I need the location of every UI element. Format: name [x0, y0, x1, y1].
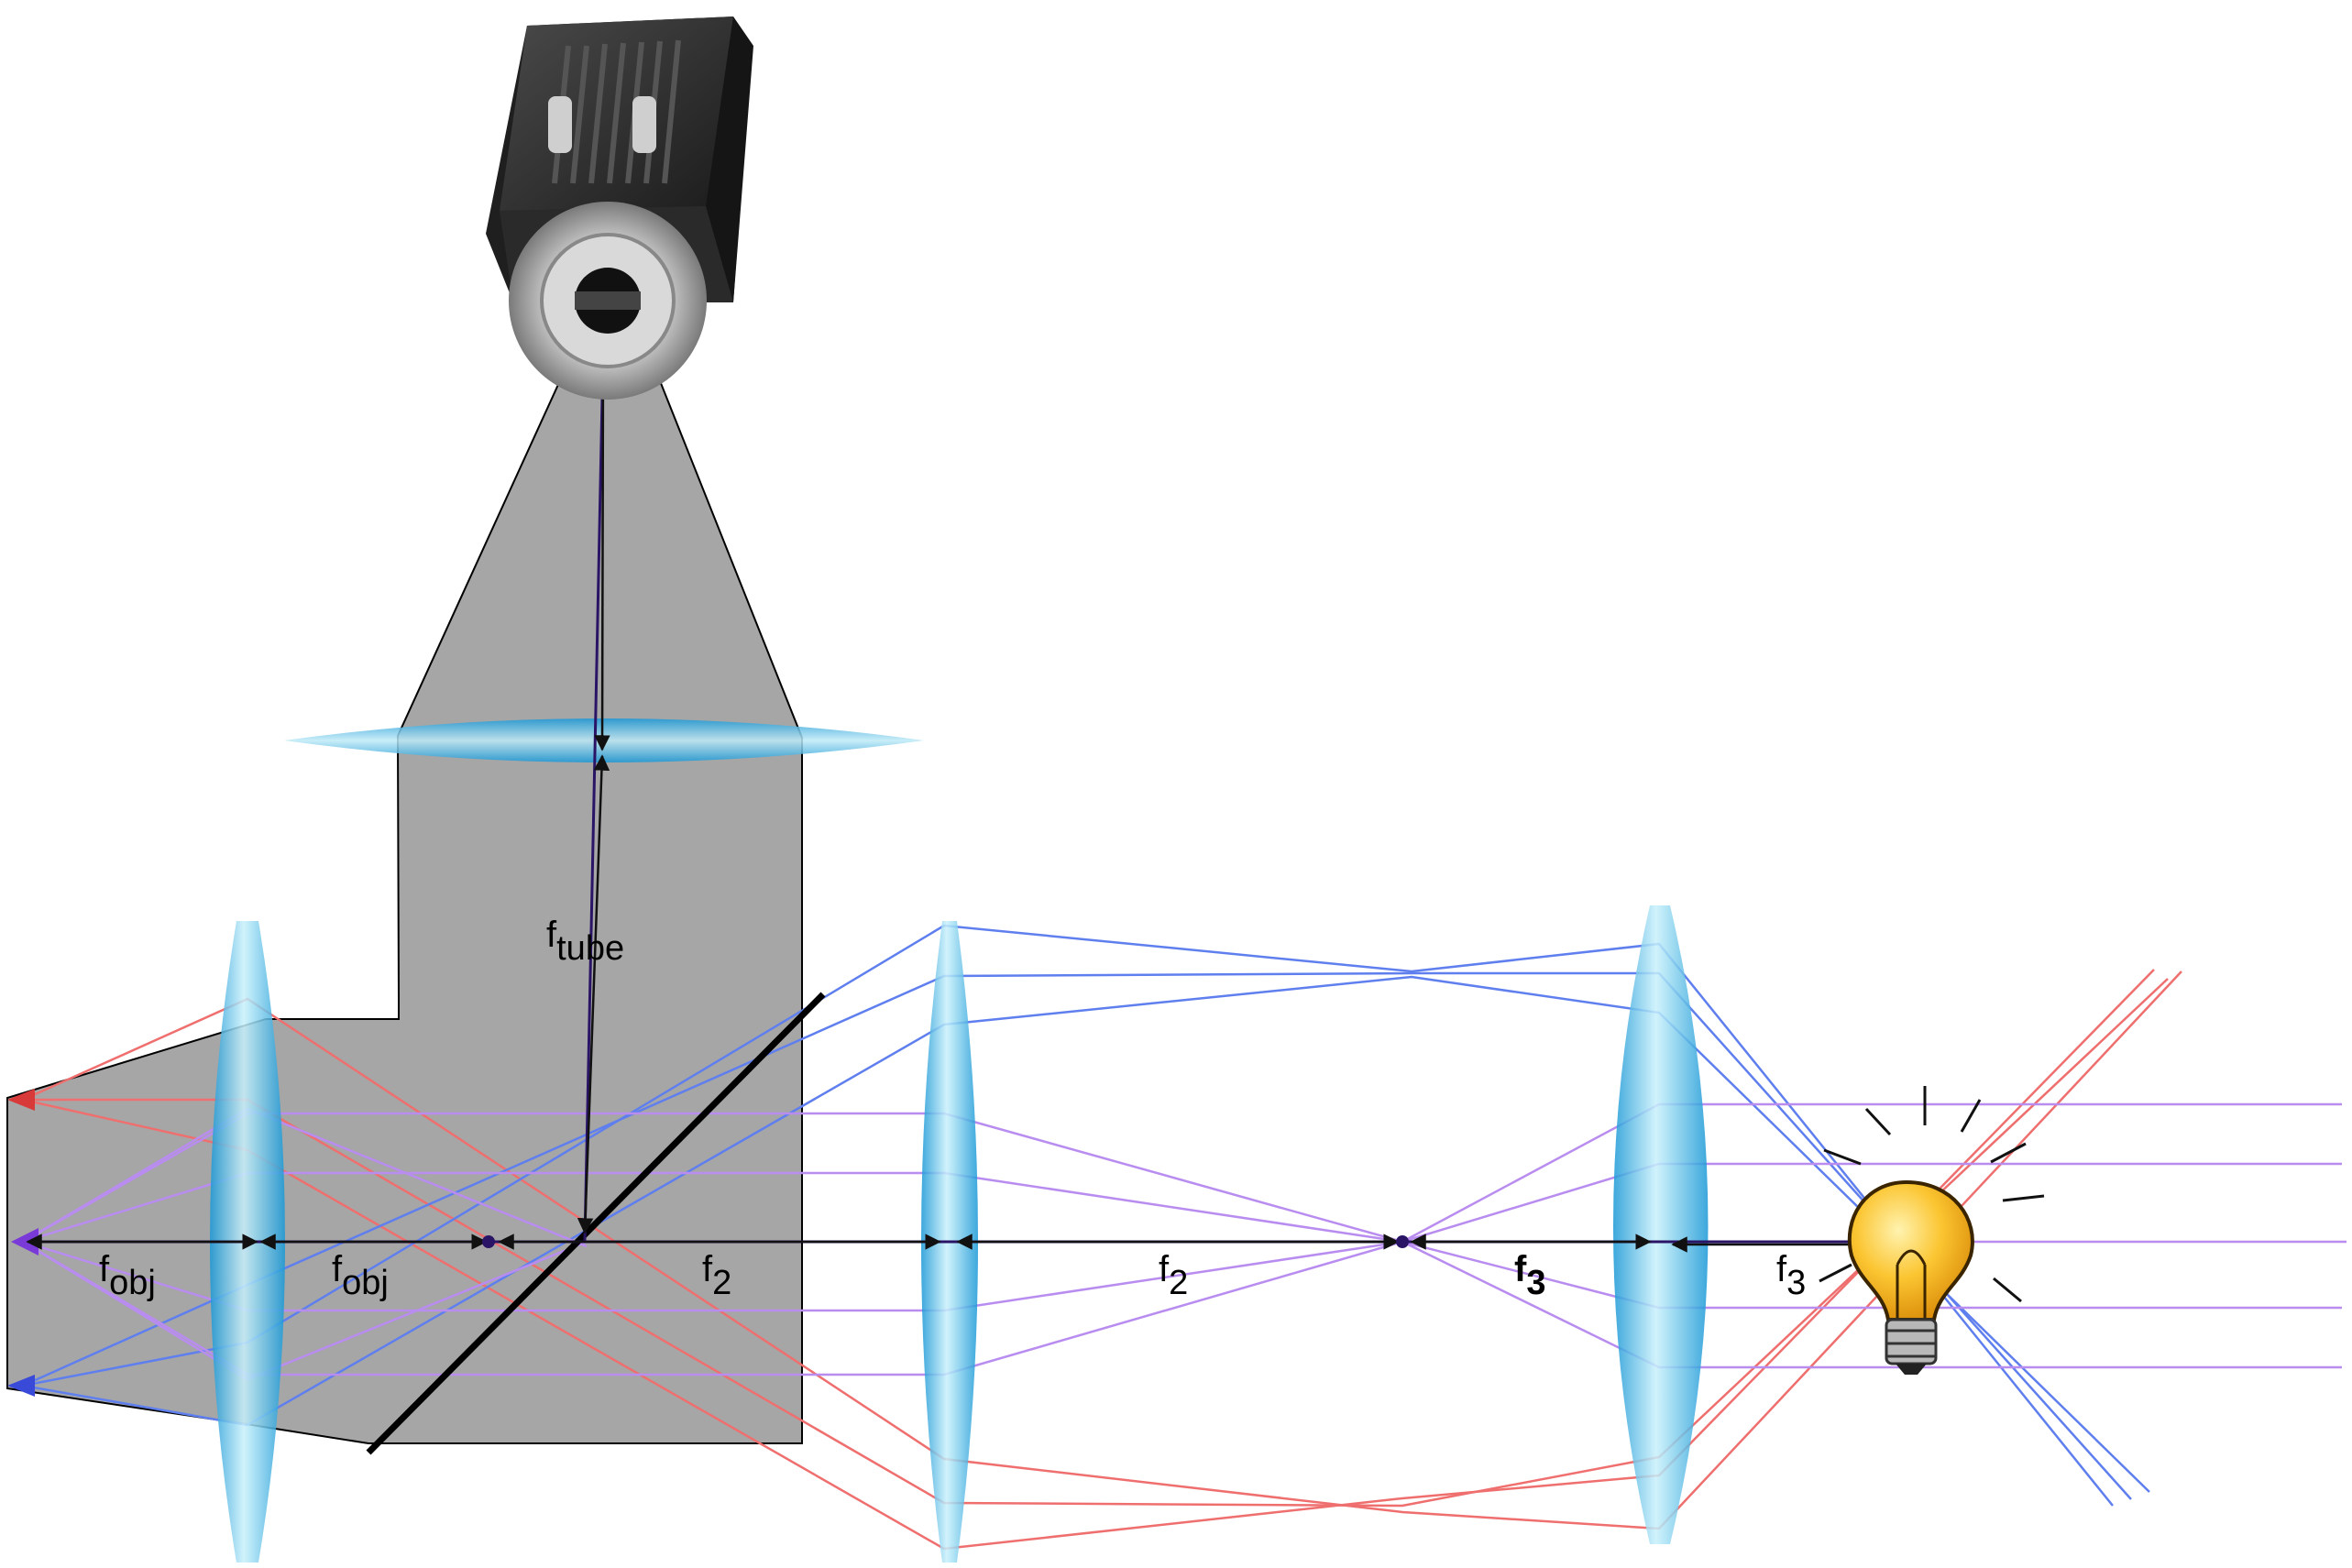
red-rays: [22, 969, 2182, 1551]
red-arrowhead: [7, 1089, 35, 1111]
purple-ray: [22, 1102, 2342, 1244]
blue-ray: [22, 975, 2150, 1493]
f2-right-label: f2: [1159, 1251, 1188, 1300]
f-obj-right-label-sub: obj: [342, 1264, 389, 1302]
focal-point-1: [482, 1235, 495, 1248]
f-obj-left-label: fobj: [99, 1251, 156, 1300]
f-obj-right-label: fobj: [332, 1251, 389, 1300]
blue-ray: [22, 924, 2114, 1507]
f-tube-label: ftube: [546, 916, 624, 966]
tube-lens: [284, 718, 924, 762]
f3-right-label: f3: [1776, 1251, 1806, 1300]
focal-point-2: [1396, 1235, 1409, 1248]
red-ray: [22, 970, 2182, 1530]
f3-left-label-sub: 3: [1526, 1264, 1546, 1302]
blue-arrowhead: [7, 1375, 35, 1397]
f3-left-label-base: f: [1514, 1249, 1527, 1289]
f3-right-label-base: f: [1776, 1249, 1787, 1289]
purple-ray: [22, 1240, 2342, 1312]
f-tube-upper-arrow: [594, 351, 611, 751]
blue-ray: [22, 971, 2132, 1500]
f-obj-left-label-sub: obj: [109, 1264, 156, 1302]
lens-3: [1613, 905, 1709, 1544]
scientific-camera-icon: [486, 16, 753, 400]
f2-right-label-base: f: [1159, 1249, 1170, 1289]
f2-left-label: f2: [702, 1251, 731, 1300]
blue-rays: [22, 924, 2150, 1507]
f-obj-left-label-base: f: [99, 1249, 110, 1289]
light-bulb-icon: [1819, 1086, 2045, 1375]
f2-right-label-sub: 2: [1169, 1264, 1189, 1302]
red-ray: [23, 978, 2169, 1508]
f3-left-label: f3: [1514, 1251, 1545, 1300]
purple-ray: [22, 1240, 2342, 1376]
red-ray: [22, 969, 2155, 1551]
f3-right-label-sub: 3: [1786, 1264, 1807, 1302]
f-tube-arrow: [577, 754, 610, 1234]
f-obj-right-label-base: f: [332, 1249, 343, 1289]
f-tube-label-sub: tube: [556, 929, 625, 968]
purple-ray: [22, 1162, 2342, 1244]
f2-left-label-sub: 2: [712, 1264, 732, 1302]
f2-left-label-base: f: [702, 1249, 713, 1289]
f-tube-label-base: f: [546, 915, 557, 955]
